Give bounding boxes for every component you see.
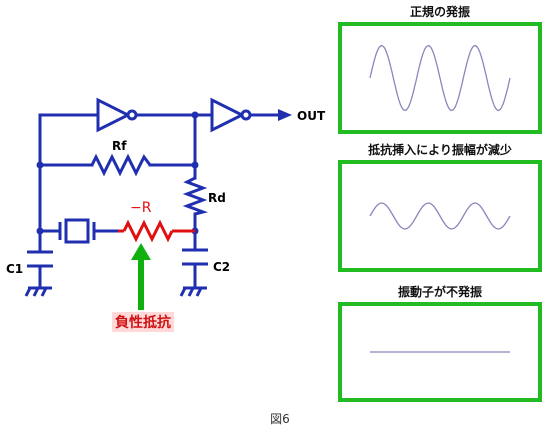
resistor-rd [182,176,209,216]
capacitor-c1 [27,250,53,268]
waveform-1 [369,44,511,112]
c1-label: C1 [6,262,23,276]
c2-label: C2 [213,260,230,274]
inverter-2 [210,97,252,133]
neg-resistance-caption: 負性抵抗 [115,314,171,331]
crystal-resonator [58,218,96,244]
inverter-1 [96,97,138,133]
junction-dots [36,111,199,235]
negative-resistor [118,219,195,243]
waveform-2 [369,202,511,230]
panel-title-3: 振動子が不発振 [398,284,482,299]
rd-label: Rd [208,191,226,205]
ground-1 [24,286,52,297]
resistor-rf [90,153,152,177]
figure-caption: 図6 [270,412,290,426]
ground-2 [179,286,207,297]
panel-title-1: 正規の発振 [410,4,470,19]
circuit-wires [38,113,280,290]
neg-resistance-caption-bg [112,312,174,332]
output-arrow [278,109,292,121]
pointer-arrow [131,243,151,310]
output-label: OUT [297,109,326,123]
capacitor-c2 [182,248,208,266]
panel-title-2: 抵抗挿入により振幅が減少 [368,142,512,157]
neg-r-label: −R [130,200,152,216]
rf-label: Rf [112,139,127,153]
